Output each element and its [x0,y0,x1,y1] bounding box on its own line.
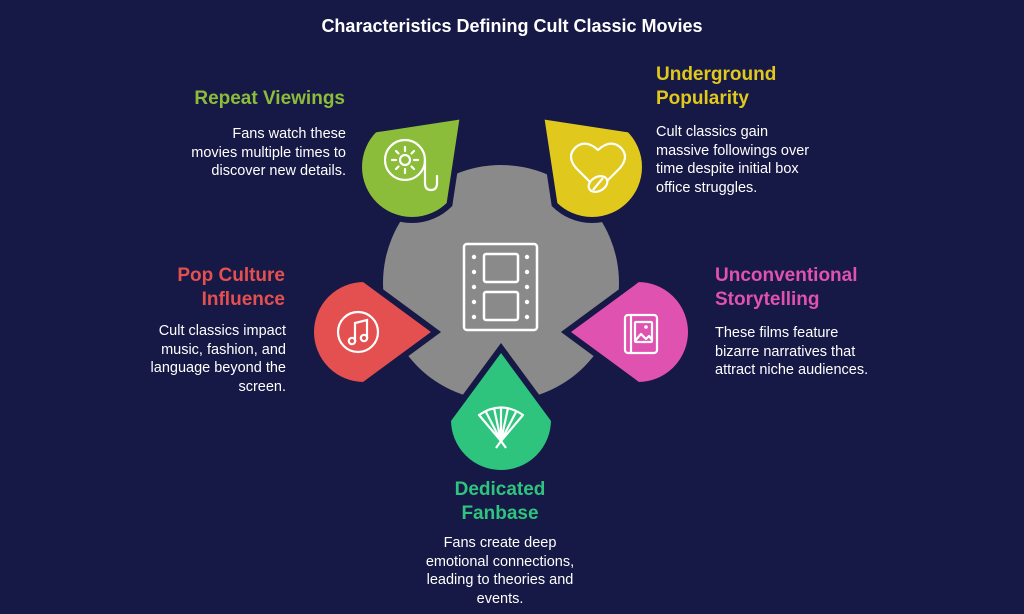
music-note-icon [336,310,380,354]
diagram-title: Characteristics Defining Cult Classic Mo… [321,16,703,36]
unconventional-storytelling-title: Unconventional Storytelling [715,265,858,310]
unconventional-storytelling-petal [560,275,694,389]
dedicated-fanbase-description: Fans create deep emotional connections, … [425,535,575,607]
film-strip-icon [462,242,539,332]
pop-culture-title: Pop Culture Influence [177,265,285,310]
picture-book-icon [623,313,659,355]
repeat-viewings-petal [356,112,467,223]
dedicated-fanbase-title: Dedicated Fanbase [454,479,546,524]
repeat-viewings-title: Repeat Viewings [194,88,345,109]
underground-popularity-description: Cult classics gain massive followings ov… [656,124,810,196]
pop-culture-description: Cult classics impact music, fashion, and… [150,323,286,395]
hand-fan-icon [477,406,525,449]
pop-culture-petal [308,275,442,389]
repeat-viewings-description: Fans watch these movies multiple times t… [191,126,346,179]
underground-popularity-title: Underground Popularity [656,64,777,109]
heart-pill-icon [569,142,627,193]
film-reel-icon [383,138,439,192]
unconventional-storytelling-description: These films feature bizarre narratives t… [715,325,869,378]
underground-popularity-petal [537,112,648,223]
